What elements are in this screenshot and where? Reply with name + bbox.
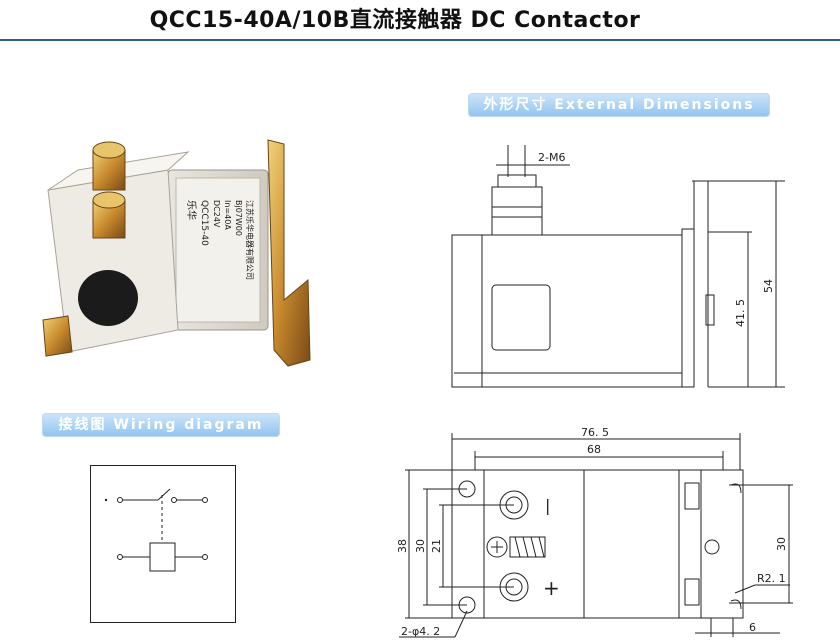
label-line1: DC24V bbox=[212, 200, 221, 228]
section-label-wiring-diagram: 接线图 Wiring diagram bbox=[42, 413, 280, 437]
terminal-top-mark: | bbox=[545, 496, 550, 515]
dim-right-height: 30 bbox=[775, 537, 788, 551]
label-line2: In=40A bbox=[223, 200, 232, 230]
page-title: QCC15-40A/10B直流接触器 DC Contactor bbox=[149, 8, 641, 33]
dim-body-length: 68 bbox=[587, 443, 601, 456]
product-photo: 乐华 QCC15-40 DC24V In=40A Bj07W00 江苏乐华电器有… bbox=[42, 139, 311, 367]
dim-radius: R2. 1 bbox=[757, 572, 786, 585]
section-label-external-dimensions: 外形尺寸 External Dimensions bbox=[468, 93, 770, 117]
dim-total-height: 54 bbox=[762, 279, 775, 293]
label-model: QCC15-40 bbox=[199, 200, 209, 246]
dim-holes: 2-φ4. 2 bbox=[401, 625, 440, 638]
title-underline bbox=[0, 39, 840, 41]
terminal-bottom-mark: + bbox=[543, 576, 560, 600]
side-view-drawing: 2-M6 54 41. 5 bbox=[451, 145, 785, 388]
dim-total-length: 76. 5 bbox=[581, 426, 609, 439]
dim-inner-width: 21 bbox=[430, 539, 443, 553]
wiring-diagram bbox=[90, 465, 236, 623]
label-line3: Bj07W00 bbox=[234, 200, 243, 236]
dim-slot: 6 bbox=[749, 621, 756, 634]
label-maker: 江苏乐华电器有限公司 bbox=[245, 200, 255, 280]
dim-total-width: 38 bbox=[396, 539, 409, 553]
product-label: 乐华 QCC15-40 DC24V In=40A Bj07W00 江苏乐华电器有… bbox=[185, 200, 255, 280]
dim-body-height: 41. 5 bbox=[734, 299, 747, 327]
label-brand: 乐华 bbox=[185, 200, 198, 220]
dim-mount-width: 30 bbox=[414, 539, 427, 553]
top-view-drawing: 76. 5 68 38 30 21 30 R2. 1 6 2-φ4. 2 | + bbox=[396, 426, 793, 638]
dim-thread: 2-M6 bbox=[538, 151, 565, 164]
